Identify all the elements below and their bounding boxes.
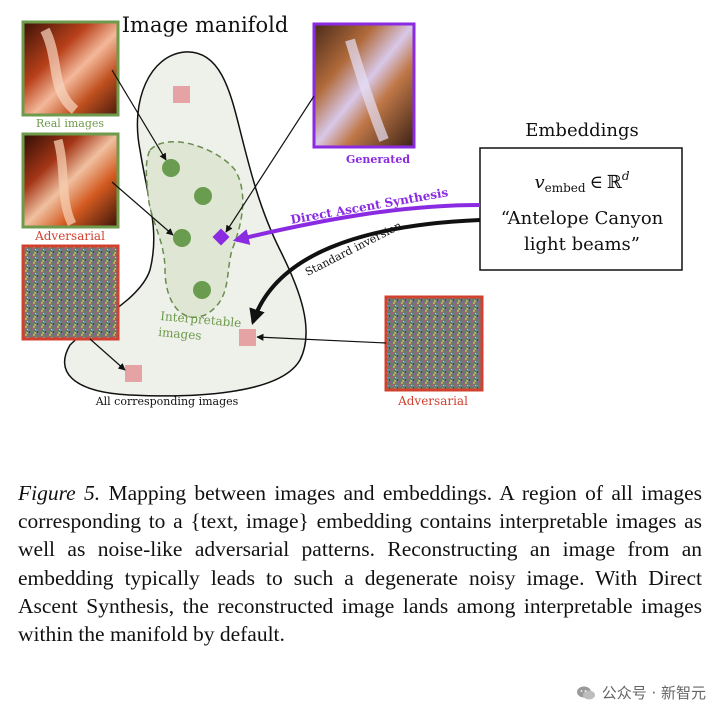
standard-inversion-label: Standard inversion [303, 219, 404, 279]
interpretable-label-line2: images [158, 325, 202, 343]
arrow-direct-ascent [232, 203, 481, 245]
noise-image-right [384, 295, 484, 392]
embedding-text-line1: “Antelope Canyon [501, 208, 664, 229]
embeddings-title: Embeddings [525, 120, 639, 141]
generated-label: Generated [346, 153, 410, 166]
arrow-noise-right [256, 333, 387, 344]
embedding-formula: vembed∈ℝd [534, 169, 629, 195]
embedding-box [479, 147, 683, 271]
manifold-title: Image manifold [122, 13, 289, 37]
adversarial-point [125, 365, 142, 382]
adversarial-natural-thumbnail [21, 132, 120, 229]
caption-text: Mapping between images and embeddings. A… [18, 481, 703, 647]
interpretable-point [162, 159, 180, 177]
watermark-text: 公众号 · 新智元 [601, 684, 706, 702]
arrow-real-to-manifold [111, 69, 167, 161]
manifold-diagram: Image manifold Real images Adversarial G… [21, 13, 683, 408]
wechat-icon [576, 686, 595, 699]
embedding-text-line2: light beams” [524, 234, 640, 255]
adversarial-point [173, 86, 190, 103]
arrow-adversarial-natural [111, 181, 174, 236]
real-image-thumbnail [21, 20, 120, 117]
arrow-standard-inversion [249, 218, 481, 326]
interpretable-point [193, 281, 211, 299]
real-images-label: Real images [36, 117, 104, 130]
watermark: 公众号 · 新智元 [576, 682, 706, 703]
all-images-label: All corresponding images [95, 395, 239, 408]
figure-number: Figure 5. [18, 481, 101, 505]
figure-caption: Figure 5. Mapping between images and emb… [18, 479, 702, 648]
noise-image-left [21, 244, 120, 341]
interpretable-point [194, 187, 212, 205]
interpretable-region [145, 141, 244, 318]
generated-image-thumbnail [312, 22, 416, 149]
generated-point [212, 228, 230, 246]
arrow-noise-left [89, 338, 126, 371]
interpretable-point [173, 229, 191, 247]
arrow-generated [225, 95, 315, 233]
adversarial-right-label: Adversarial [397, 394, 468, 408]
adversarial-left-label: Adversarial [34, 229, 105, 243]
adversarial-point [239, 329, 256, 346]
